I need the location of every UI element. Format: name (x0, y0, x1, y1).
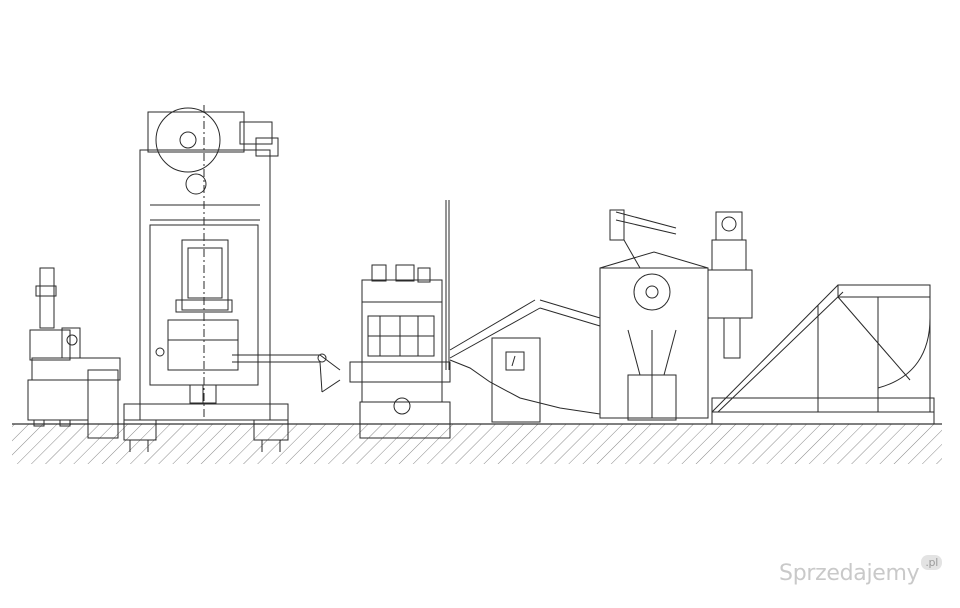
feed-conveyor (232, 353, 341, 393)
loop-incline (449, 299, 601, 423)
watermark: Sprzedajemy.pl (779, 555, 942, 586)
machine-lines (27, 105, 935, 452)
straightener-unit (599, 209, 709, 421)
main-press (123, 105, 289, 452)
coil-ramp-frame (711, 284, 935, 424)
watermark-badge: .pl (921, 555, 942, 570)
decoiler-column (707, 211, 753, 359)
watermark-text: Sprzedajemy (779, 561, 920, 586)
middle-machine (349, 200, 451, 439)
left-small-unit (27, 267, 121, 439)
ground-floor (12, 423, 942, 464)
